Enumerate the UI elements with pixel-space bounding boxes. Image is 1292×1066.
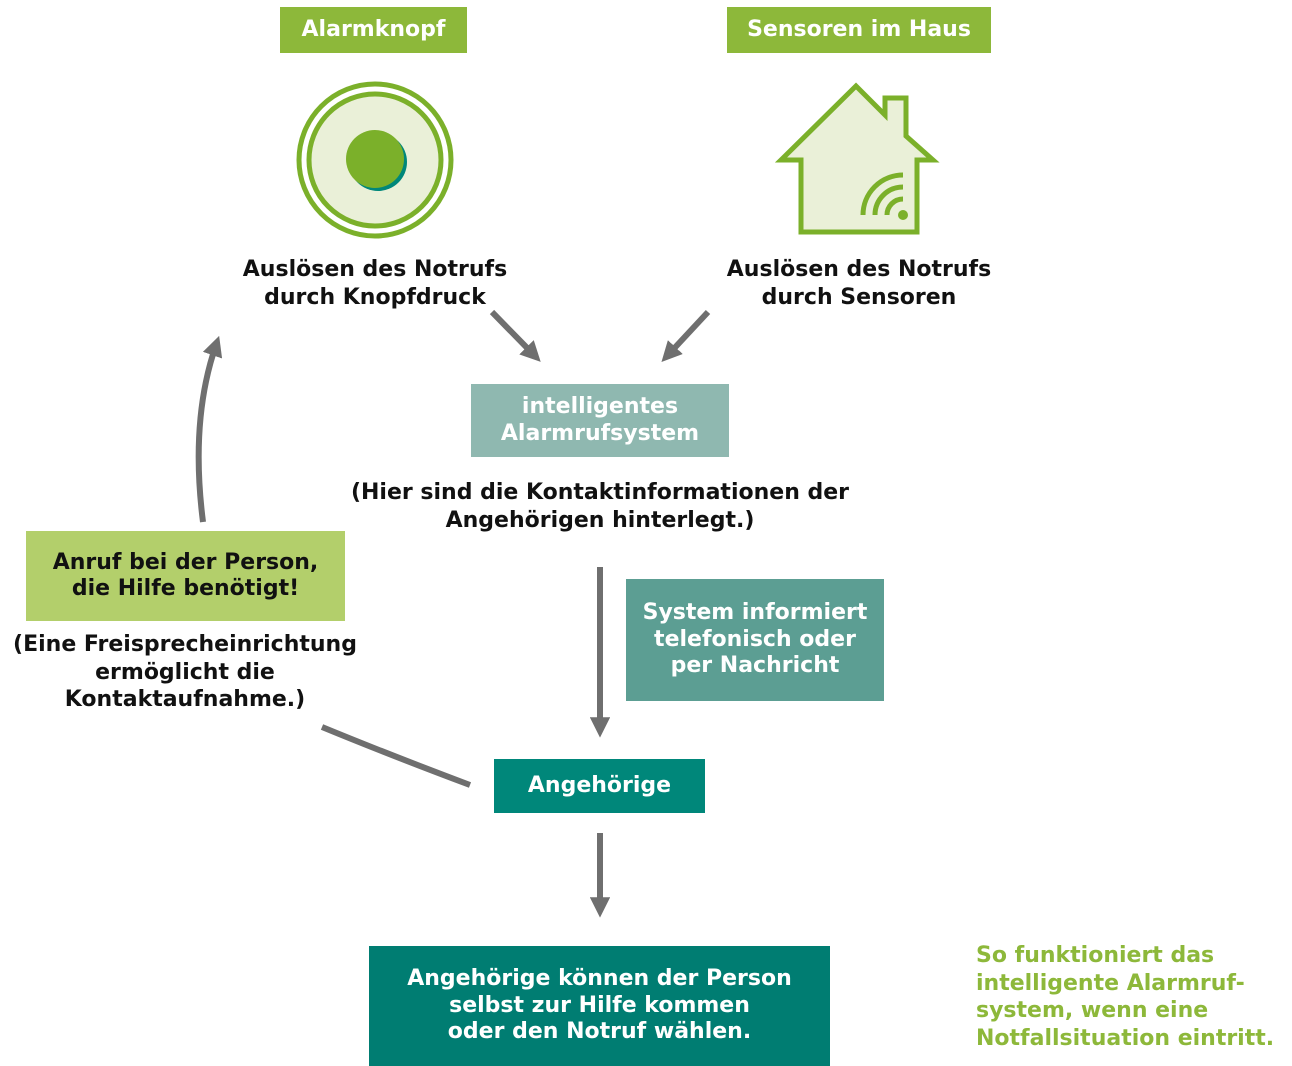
relatives-label: Angehörige (527, 772, 672, 798)
alarm-system-note: (Hier sind die Kontaktinformationen der … (350, 480, 850, 533)
trigger-button-text: Auslösen des Notrufs durch Knopfdruck (242, 257, 508, 310)
trigger-sensors-text: Auslösen des Notrufs durch Sensoren (726, 257, 992, 310)
tag-sensors-label: Sensoren im Haus (747, 16, 971, 42)
tag-alarm-button: Alarmknopf (280, 7, 467, 53)
arrow-call-to-button (195, 335, 223, 523)
call-person-box: Anruf bei der Person, die Hilfe benötigt… (26, 531, 345, 621)
relatives-box: Angehörige (494, 759, 705, 813)
tag-sensors: Sensoren im Haus (727, 7, 991, 53)
caption: So funktioniert das intelligente Alarmru… (976, 943, 1275, 1051)
call-person-note: (Eine Freisprecheinrichtung ermöglicht d… (13, 632, 357, 712)
curve-relatives-to-call (320, 724, 472, 788)
alarm-system-box: intelligentes Alarmrufsystem (471, 384, 729, 457)
system-informs-box: System informiert telefonisch oder per N… (626, 579, 884, 701)
arrow-sensors-to-system (661, 309, 711, 363)
smart-house-icon (775, 82, 940, 235)
outcome-box: Angehörige können der Person selbst zur … (369, 946, 830, 1066)
alarm-button-icon (296, 81, 454, 239)
tag-alarm-button-label: Alarmknopf (301, 16, 446, 42)
arrow-button-to-system (489, 309, 541, 362)
